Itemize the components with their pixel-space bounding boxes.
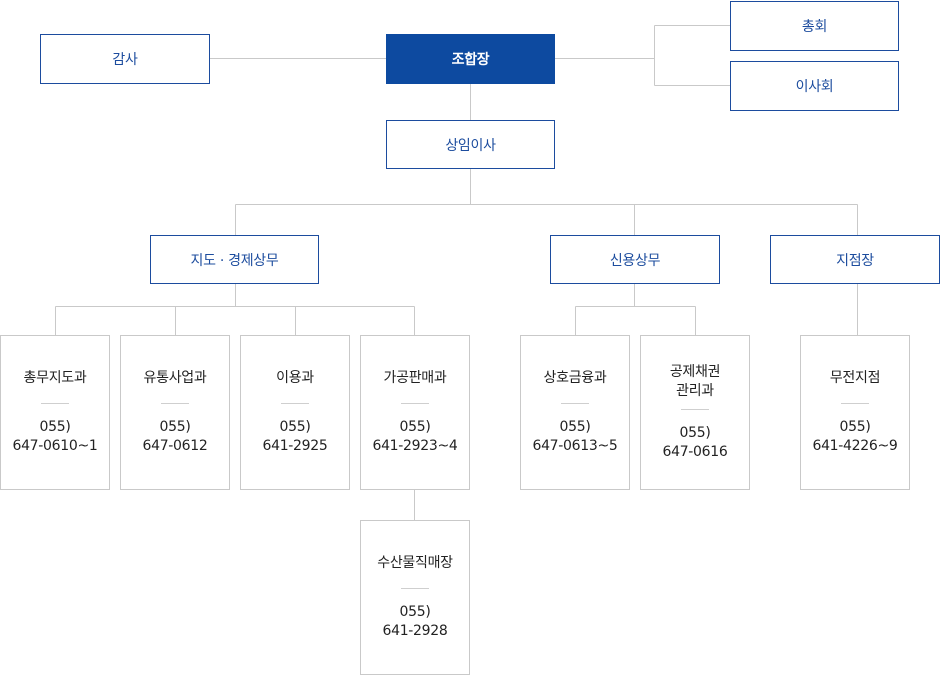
divider <box>841 403 869 404</box>
chairman-label: 조합장 <box>451 52 490 68</box>
director-label: 상임이사 <box>445 137 496 154</box>
director-box: 상임이사 <box>386 120 555 169</box>
dept-phone: 055) 647-0612 <box>142 419 208 454</box>
dept-mujeon-branch: 무전지점 055) 641-4226~9 <box>800 335 910 490</box>
dept-distribution: 유통사업과 055) 647-0612 <box>120 335 230 490</box>
dept-insurance-credit: 공제채권 관리과 055) 647-0616 <box>640 335 750 490</box>
divider <box>561 403 589 404</box>
audit-box: 감사 <box>40 34 210 84</box>
chairman-box: 조합장 <box>386 34 555 84</box>
dept-phone: 055) 647-0616 <box>662 425 728 460</box>
dept-name: 상호금융과 <box>543 370 607 386</box>
dept-phone: 055) 641-2928 <box>382 604 448 639</box>
divider <box>161 403 189 404</box>
board-box: 이사회 <box>730 61 899 111</box>
dept-mutual-finance: 상호금융과 055) 647-0613~5 <box>520 335 630 490</box>
dept-name: 가공판매과 <box>383 370 447 386</box>
credit-division-label: 신용상무 <box>609 252 661 269</box>
divider <box>681 409 709 410</box>
dept-name: 수산물직매장 <box>377 555 453 571</box>
dept-processing-sales: 가공판매과 055) 641-2923~4 <box>360 335 470 490</box>
guidance-division-label: 지도 · 경제상무 <box>190 252 279 269</box>
dept-general-guidance: 총무지도과 055) 647-0610~1 <box>0 335 110 490</box>
board-label: 이사회 <box>795 79 834 95</box>
audit-label: 감사 <box>112 52 138 68</box>
branch-manager-label: 지점장 <box>836 252 874 269</box>
dept-seafood-store: 수산물직매장 055) 641-2928 <box>360 520 470 675</box>
branch-manager-box: 지점장 <box>770 235 940 284</box>
guidance-division-box: 지도 · 경제상무 <box>150 235 319 284</box>
dept-phone: 055) 641-2925 <box>262 419 328 454</box>
general-assembly-box: 총회 <box>730 1 899 51</box>
dept-phone: 055) 641-2923~4 <box>372 419 458 454</box>
credit-division-box: 신용상무 <box>550 235 720 284</box>
divider <box>401 403 429 404</box>
divider <box>401 588 429 589</box>
dept-phone: 055) 641-4226~9 <box>812 419 898 454</box>
dept-name: 공제채권 관리과 <box>669 364 721 399</box>
dept-phone: 055) 647-0613~5 <box>532 419 618 454</box>
dept-phone: 055) 647-0610~1 <box>12 419 98 454</box>
dept-utilization: 이용과 055) 641-2925 <box>240 335 350 490</box>
dept-name: 무전지점 <box>829 370 881 386</box>
dept-name: 총무지도과 <box>23 370 87 386</box>
general-assembly-label: 총회 <box>801 19 828 35</box>
dept-name: 이용과 <box>276 370 314 386</box>
divider <box>281 403 309 404</box>
dept-name: 유통사업과 <box>143 370 207 386</box>
divider <box>41 403 69 404</box>
